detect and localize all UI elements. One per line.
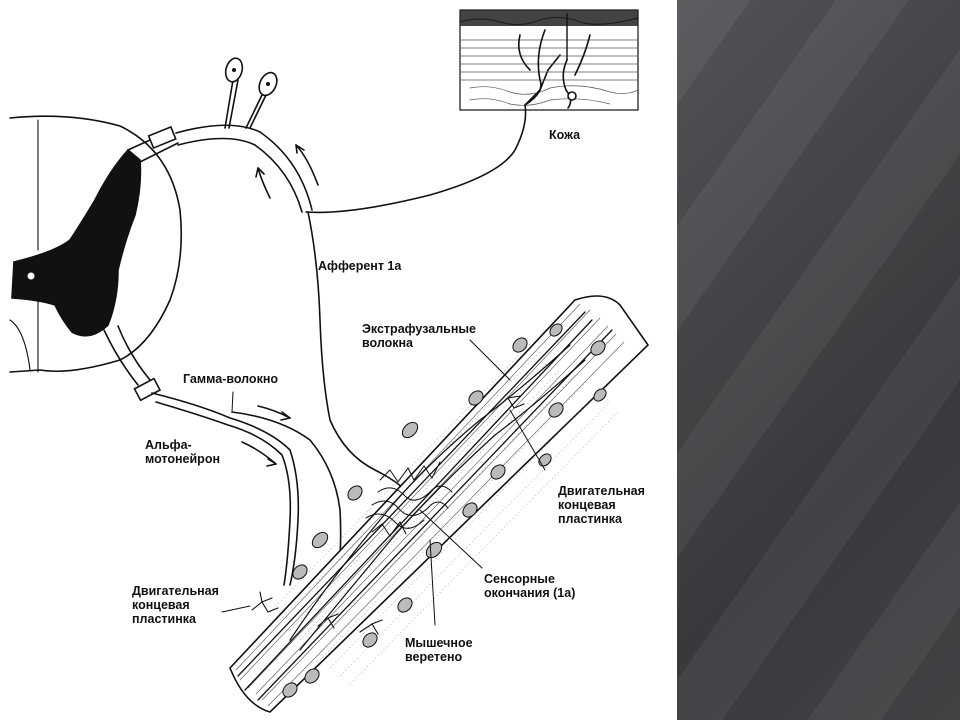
skin-afferent-fiber (305, 54, 561, 214)
label-sensory-endings: Сенсорные окончания (1а) (484, 572, 576, 600)
right-decorative-panel (677, 0, 960, 720)
muscle-bundle (229, 295, 650, 713)
label-muscle-spindle: Мышечное веретено (405, 636, 473, 664)
gamma-fiber (231, 411, 342, 581)
leader-lines (221, 339, 546, 626)
skin-block (459, 9, 639, 111)
spinal-cord (9, 115, 183, 373)
diagram-area: Кожа Афферент 1а Экстрафузальные волокна… (9, 9, 650, 713)
ganglion-cells (224, 57, 278, 129)
label-afferent-1a: Афферент 1а (318, 259, 402, 273)
panel-texture (677, 0, 960, 720)
afferent-1a-fiber (307, 211, 406, 491)
label-alpha-motoneuron: Альфа- мотонейрон (145, 438, 221, 466)
neuromuscular-diagram (9, 9, 650, 713)
grey-matter (11, 148, 142, 337)
dorsal-root (127, 124, 313, 213)
label-skin: Кожа (549, 128, 581, 142)
label-motor-end-plate-right: Двигательная концевая пластинка (558, 484, 645, 526)
label-motor-end-plate-left: Двигательная концевая пластинка (132, 584, 219, 626)
ventral-root (103, 325, 300, 586)
central-canal (27, 272, 35, 280)
label-extrafusal-fibers: Экстрафузальные волокна (362, 322, 477, 350)
label-gamma-fiber: Гамма-волокно (183, 372, 279, 386)
afferent-arrows (255, 144, 319, 199)
efferent-arrows (241, 405, 291, 467)
